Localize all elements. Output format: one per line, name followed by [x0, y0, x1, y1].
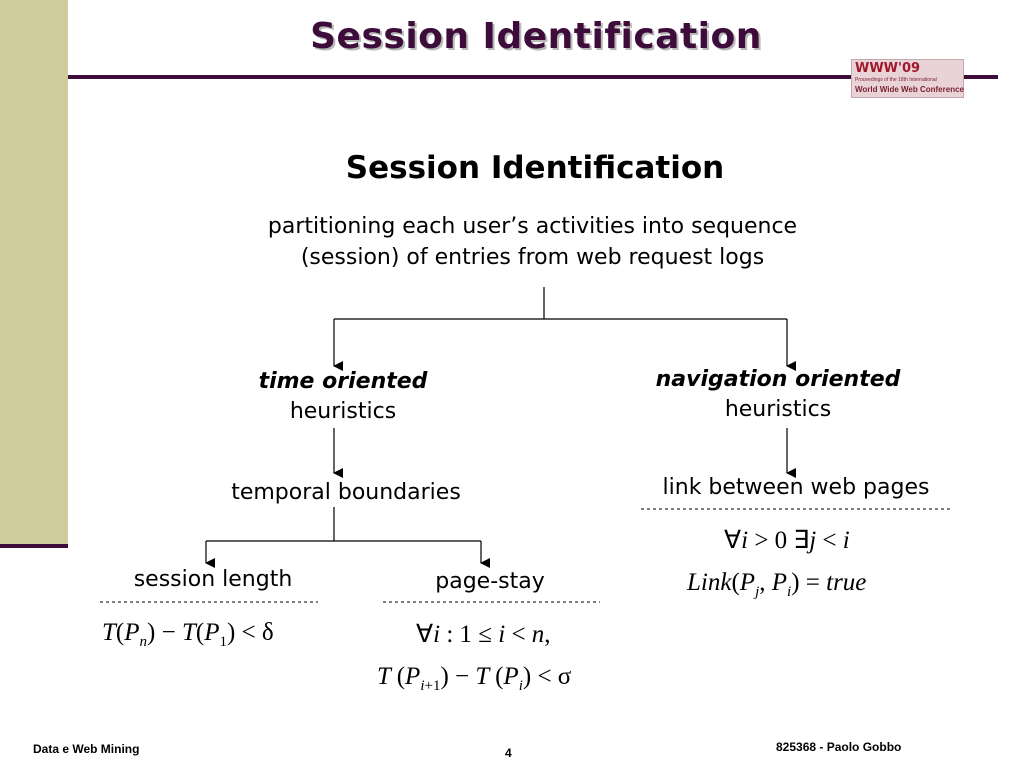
time-oriented-label: time oriented: [258, 369, 428, 394]
conference-logo: WWW'09 Proceedings of the 18th Internati…: [851, 59, 964, 98]
link-formula-line-1: ∀i > 0 ∃j < i: [724, 527, 850, 554]
page-stay-label: page-stay: [435, 569, 545, 594]
link-formula-line-2: Link(Pj, Pi) = true: [687, 569, 867, 600]
navigation-oriented-label: navigation oriented: [655, 367, 901, 392]
logo-text: WWW'09: [855, 61, 921, 76]
page-stay-formula-line-1: ∀i : 1 ≤ i < n,: [416, 621, 551, 648]
temporal-boundaries-label: temporal boundaries: [231, 480, 461, 505]
sidebar-band: [0, 0, 68, 546]
description-line-2: (session) of entries from web request lo…: [300, 245, 765, 270]
sidebar-rule: [0, 544, 68, 548]
logo-subtext: Proceedings of the 18th International: [855, 77, 937, 83]
page-stay-formula-line-2: T (Pi+1) − T (Pi) < σ: [377, 663, 572, 694]
navigation-heuristics-label: heuristics: [724, 397, 832, 422]
header-rule: [68, 75, 998, 79]
session-length-formula: T(Pn) − T(P1) < δ: [102, 619, 274, 650]
diagram-heading: Session Identification: [345, 150, 725, 186]
logo-conference-name: World Wide Web Conference: [855, 85, 964, 94]
slide-title: Session Identification: [310, 16, 762, 57]
link-pages-label: link between web pages: [662, 475, 930, 500]
page-number: 4: [505, 746, 512, 760]
footer-course: Data e Web Mining: [33, 742, 140, 756]
time-heuristics-label: heuristics: [289, 399, 397, 424]
session-length-label: session length: [133, 567, 293, 592]
footer-author: 825368 - Paolo Gobbo: [776, 740, 902, 754]
description-line-1: partitioning each user’s activities into…: [267, 214, 798, 239]
